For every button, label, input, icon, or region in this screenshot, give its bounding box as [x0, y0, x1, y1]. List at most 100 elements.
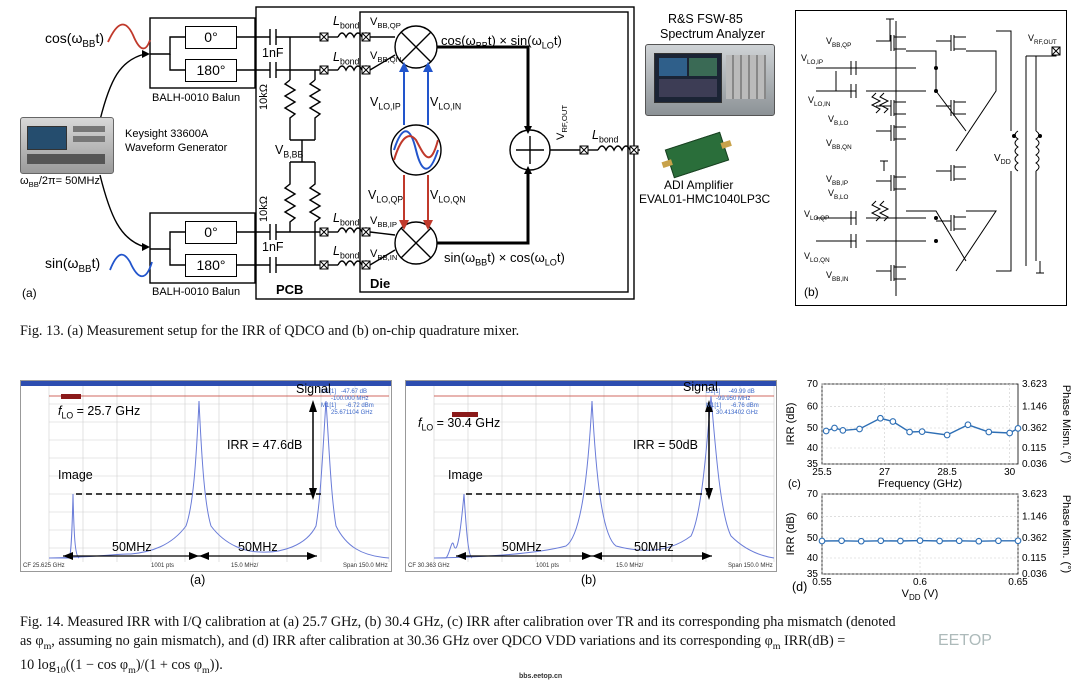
y-tick-label: 40: [807, 443, 819, 454]
spectrum-a-label: (a): [190, 573, 206, 587]
data-point: [818, 537, 826, 545]
x-tick-label: 28.5: [937, 467, 957, 478]
lbond-label-1: Lbond: [333, 14, 360, 31]
y2-tick-label: 0.115: [1022, 443, 1047, 454]
die-label: Die: [370, 276, 391, 291]
spectrum-a-footer-mid2: 15.0 MHz/: [231, 563, 259, 569]
rs-label-2: Spectrum Analyzer: [660, 27, 765, 41]
mixer-vbbqp: VBB,QP: [826, 36, 852, 49]
spectrum-b-image: Image: [448, 468, 483, 482]
spectrum-a-span1: 50MHz: [112, 540, 152, 554]
data-point: [995, 537, 1002, 545]
data-point: [856, 425, 863, 433]
vbbin-label: VBB,IN: [370, 248, 398, 263]
panel-label: (c): [788, 478, 801, 490]
data-point: [1014, 537, 1022, 545]
data-point: [897, 537, 904, 545]
spectrum-a-footer-mid1: 1001 pts: [151, 563, 175, 569]
spectrum-a-irr: IRR = 47.6dB: [227, 438, 303, 452]
x-tick-label: 0.55: [812, 577, 832, 588]
sin-input-label: sin(ωBBt): [45, 255, 101, 275]
vloip-label: VLO,IP: [370, 95, 401, 112]
res-label-top: 10kΩ: [258, 84, 270, 110]
pcb-label: PCB: [276, 282, 304, 297]
res-label-bottom: 10kΩ: [258, 196, 270, 222]
y-tick-label: 60: [807, 511, 819, 522]
mixer-vbbin: VBB,IN: [826, 270, 849, 283]
data-point: [889, 418, 897, 425]
fig13a-wiring: [99, 6, 640, 300]
mixer-vblo: VB,LO: [828, 114, 849, 127]
y-tick-label: 35: [807, 569, 819, 580]
fig14-caption-line3: 10 log10((1 − cos φm)/(1 + cos φm)).: [20, 656, 223, 676]
data-point: [916, 537, 924, 544]
data-point: [1006, 429, 1014, 437]
mixer-vloqp: VLO,QP: [804, 209, 830, 222]
y2-tick-label: 0.362: [1022, 533, 1047, 544]
fig14-caption-line1: Fig. 14. Measured IRR with I/Q calibrati…: [20, 614, 896, 630]
data-point: [831, 424, 838, 432]
y-tick-label: 70: [807, 379, 819, 390]
chart-frame: [821, 383, 1019, 465]
adi-label-1: ADI Amplifier: [664, 178, 734, 192]
cap-label-bottom: 1nF: [262, 240, 284, 254]
rs-label-1: R&S FSW-85: [668, 12, 743, 26]
cap-label-top: 1nF: [262, 46, 284, 60]
freq-label: ωBB/2π= 50MHz: [20, 175, 100, 190]
y2-tick-label: 0.362: [1022, 423, 1047, 434]
vloqn-label: VLO,QN: [430, 188, 466, 205]
balun-top-0deg: 0°: [185, 26, 237, 49]
y2-tick-label: 0.036: [1022, 569, 1047, 580]
y2-tick-label: 3.623: [1022, 379, 1047, 390]
lbond-label-out: Lbond: [592, 128, 619, 145]
spectrum-b-label: (b): [581, 573, 597, 587]
vbbb-label: VB,BB: [275, 143, 304, 160]
data-point: [985, 428, 993, 436]
keysight-label-1: Keysight 33600A: [125, 128, 209, 140]
balun-bottom-label: BALH-0010 Balun: [152, 286, 241, 298]
mixer-vloqn: VLO,QN: [804, 251, 830, 264]
vbbqp-label: VBB,QP: [370, 16, 401, 31]
mixer-vdd: VDD: [994, 153, 1011, 166]
spectrum-b-footer-mid1: 1001 pts: [536, 563, 560, 569]
x-axis-label: Frequency (GHz): [878, 478, 962, 490]
mixer-vbbip: VBB,IP: [826, 174, 849, 187]
data-point: [955, 537, 963, 545]
spectrum-b-span1: 50MHz: [502, 540, 542, 554]
y2-tick-label: 1.146: [1022, 401, 1047, 412]
spectrum-b-plot: [433, 386, 775, 562]
spectrum-a-span2: 50MHz: [238, 540, 278, 554]
eetop-logo: EETOP: [938, 632, 992, 649]
mixer-schematic: [816, 18, 1061, 296]
y-tick-label: 60: [807, 401, 819, 412]
y-tick-label: 40: [807, 553, 819, 564]
data-point: [877, 414, 884, 422]
adi-amplifier-image: [661, 131, 732, 179]
balun-top-180deg: 180°: [185, 59, 237, 82]
x-tick-label: 27: [879, 467, 891, 478]
panel-a-label: (a): [22, 286, 37, 300]
spectrum-a-footer-left: CF 25.625 GHz: [23, 563, 65, 569]
spectrum-b-irr: IRR = 50dB: [633, 438, 698, 452]
y2-tick-label: 3.623: [1022, 489, 1047, 500]
y2-tick-label: 0.115: [1022, 553, 1047, 564]
y2-axis-label: Phase Mism. (°): [1060, 385, 1072, 463]
data-point: [964, 421, 972, 429]
y2-tick-label: 1.146: [1022, 511, 1047, 522]
spectrum-b: D2[1] -49.99 dB -99.950 MHz M1[1] -6.76 …: [405, 380, 777, 572]
spectrum-a-footer-right: Span 150.0 MHz: [343, 563, 388, 569]
spectrum-analyzer-image: [645, 44, 775, 116]
x-tick-label: 30: [1004, 467, 1016, 478]
fig14-caption-line2: as φm, assuming no gain mismatch), and (…: [20, 633, 846, 652]
spectrum-b-span2: 50MHz: [634, 540, 674, 554]
watermark: bbs.eetop.cn: [519, 673, 563, 680]
panel-b-label: (b): [804, 285, 819, 299]
cos-input-label: cos(ωBBt): [45, 30, 105, 50]
mixer-vrfout: VRF,OUT: [1028, 33, 1057, 46]
spectrum-b-footer-right: Span 150.0 MHz: [728, 563, 773, 569]
voin-label: VLO,IN: [430, 95, 462, 112]
data-point: [906, 428, 913, 436]
x-tick-label: 0.65: [1008, 577, 1028, 588]
fig13-caption: Fig. 13. (a) Measurement setup for the I…: [20, 323, 520, 339]
